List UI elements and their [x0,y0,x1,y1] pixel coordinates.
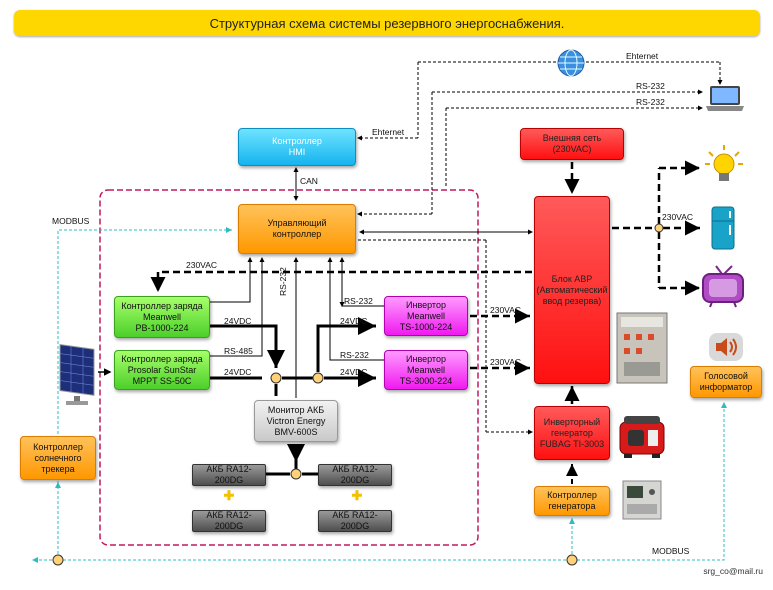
battery-block-1: АКБ RA12-200DG [192,464,266,486]
globe-icon [556,48,586,78]
label-230vac-ats-left: 230VAC [186,260,218,270]
inverter-ts3000-block: Инвертор Meanwell TS-3000-224 [384,350,468,390]
label-24vdc-inv1: 24VDC [340,316,368,326]
svg-text:✚: ✚ [352,488,363,503]
label-230vac-out: 230VAC [662,212,694,222]
tv-icon [700,264,746,308]
solar-panel-icon [56,342,100,406]
generator-controller-block: Контроллер генератора [534,486,610,516]
label-24vdc-inv2: 24VDC [340,367,368,377]
label-rs232-a: RS-232 [636,81,665,91]
charge-controller-mppt-block: Контроллер заряда Prosolar SunStar MPPT … [114,350,210,390]
label-rs232-inv2: RS-232 [340,350,369,360]
page-title: Структурная схема системы резервного эне… [14,10,760,36]
label-rs232-inv1: RS-232 [344,296,373,306]
generator-block: Инверторный генератор FUBAG TI-3003 [534,406,610,460]
refrigerator-icon [710,206,736,250]
label-230vac-inv2: 230VAC [490,357,522,367]
inverter-ts1000-block: Инвертор Meanwell TS-1000-224 [384,296,468,336]
hmi-controller-block: Контроллер HMI [238,128,356,166]
charge-controller-pb1000-block: Контроллер заряда Meanwell PB-1000-224 [114,296,210,338]
ats-block: Блок АВР (Автоматический ввод резерва) [534,196,610,384]
author-credit: srg_co@mail.ru [703,566,763,576]
external-grid-block: Внешняя сеть (230VAC) [520,128,624,160]
label-modbus-bottom: MODBUS [652,546,690,556]
battery-monitor-block: Монитор АКБ Victron Energy BMV-600S [254,400,338,442]
label-ethernet-hmi: Ehternet [372,127,405,137]
lightbulb-icon [704,144,744,186]
switch-panel-icon [616,312,668,384]
svg-text:✚: ✚ [224,488,235,503]
label-24vdc-cc2: 24VDC [224,367,252,377]
battery-block-4: АКБ RA12-200DG [318,510,392,532]
label-rs485: RS-485 [224,346,253,356]
label-24vdc-cc1: 24VDC [224,316,252,326]
main-controller-block: Управляющий контроллер [238,204,356,254]
battery-block-3: АКБ RA12-200DG [192,510,266,532]
label-rs232-b: RS-232 [636,97,665,107]
label-230vac-inv1: 230VAC [490,305,522,315]
speaker-icon [708,332,744,362]
label-modbus-left: MODBUS [52,216,90,226]
label-can: CAN [300,176,318,186]
label-rs232-monitor: RS-232 [278,267,288,296]
control-panel-icon [622,480,662,520]
battery-block-2: АКБ RA12-200DG [318,464,392,486]
solar-tracker-controller-block: Контроллер солнечного трекера [20,436,96,480]
voice-informer-block: Голосовой информатор [690,366,762,398]
generator-icon [616,412,668,460]
laptop-icon [704,84,746,114]
label-ethernet-top: Ehternet [626,51,659,61]
